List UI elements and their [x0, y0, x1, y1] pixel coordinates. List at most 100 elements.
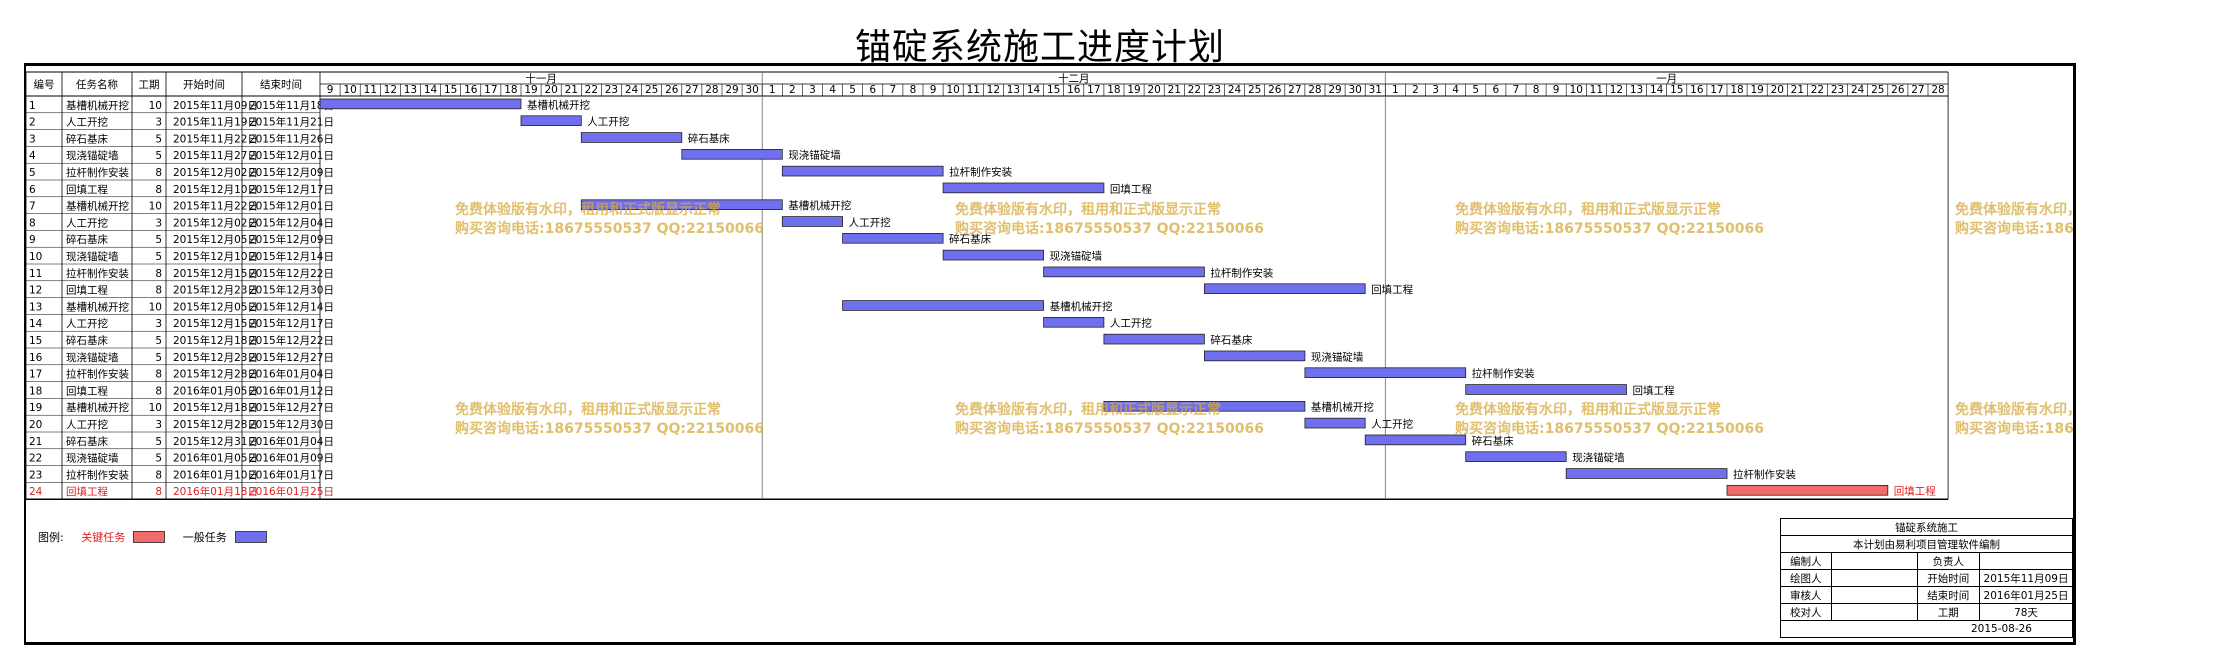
task-duration: 5	[155, 150, 162, 162]
task-id: 8	[29, 217, 36, 229]
task-end: 2015年12月09日	[249, 233, 334, 246]
day-label: 15	[1047, 84, 1060, 96]
day-label: 7	[1513, 84, 1520, 96]
task-bar	[1043, 266, 1205, 278]
day-label: 27	[1911, 84, 1924, 96]
day-label: 14	[1027, 84, 1041, 96]
task-end: 2015年12月30日	[249, 284, 334, 297]
info-value: 2016年01月25日	[1979, 586, 2073, 604]
task-duration: 5	[155, 251, 162, 263]
task-bar-label: 现浇锚碇墙	[1572, 451, 1625, 464]
task-start: 2015年11月22日	[173, 132, 258, 145]
day-label: 21	[1791, 84, 1804, 96]
day-label: 28	[1308, 84, 1321, 96]
day-label: 9	[930, 84, 937, 96]
task-name: 拉杆制作安装	[66, 368, 129, 381]
info-value	[1830, 552, 1918, 570]
task-bar	[1103, 333, 1205, 345]
task-bar	[942, 249, 1044, 261]
task-bar	[942, 182, 1105, 194]
task-name: 基槽机械开挖	[66, 401, 129, 414]
task-start: 2015年12月18日	[173, 401, 258, 414]
task-end: 2016年01月09日	[249, 452, 334, 465]
task-name: 现浇锚碇墙	[66, 250, 119, 263]
task-name: 人工开挖	[66, 116, 108, 129]
day-label: 12	[1610, 84, 1623, 96]
day-label: 28	[705, 84, 718, 96]
day-label: 17	[484, 84, 497, 96]
day-label: 29	[1328, 84, 1341, 96]
task-end: 2016年01月17日	[249, 468, 334, 481]
task-name: 基槽机械开挖	[66, 200, 129, 213]
task-duration: 10	[149, 402, 162, 414]
task-id: 12	[29, 285, 42, 297]
task-id: 19	[29, 402, 42, 414]
day-label: 16	[464, 84, 478, 96]
task-bar-label: 现浇锚碇墙	[788, 149, 841, 162]
day-label: 11	[1590, 84, 1603, 96]
day-label: 13	[1630, 84, 1643, 96]
day-label: 21	[1168, 84, 1181, 96]
day-label: 6	[869, 84, 876, 96]
day-label: 10	[1570, 84, 1583, 96]
task-end: 2015年12月22日	[249, 334, 334, 347]
info-value	[1830, 603, 1918, 621]
task-duration: 3	[155, 117, 162, 129]
task-start: 2016年01月05日	[173, 384, 258, 397]
task-bar	[1204, 350, 1306, 362]
info-value	[1830, 569, 1918, 587]
task-id: 6	[29, 184, 36, 196]
task-start: 2015年12月10日	[173, 183, 258, 196]
day-label: 2	[1412, 84, 1419, 96]
task-duration: 5	[155, 133, 162, 145]
day-label: 24	[625, 84, 639, 96]
task-name: 拉杆制作安装	[66, 267, 129, 280]
task-duration: 5	[155, 234, 162, 246]
task-bar	[1204, 283, 1366, 295]
task-id: 14	[29, 318, 43, 330]
legend-critical-label: 关键任务	[81, 531, 126, 544]
task-start: 2015年11月19日	[173, 116, 258, 129]
task-end: 2015年12月14日	[249, 250, 334, 263]
task-start: 2015年12月05日	[173, 300, 258, 313]
legend-normal-label: 一般任务	[182, 531, 227, 544]
day-label: 22	[1188, 84, 1201, 96]
task-id: 21	[29, 436, 42, 448]
day-label: 14	[1650, 84, 1664, 96]
day-label: 18	[1107, 84, 1120, 96]
task-start: 2016年01月05日	[173, 452, 258, 465]
task-bar-label: 回填工程	[1110, 182, 1152, 195]
day-label: 23	[605, 84, 618, 96]
day-label: 30	[745, 84, 758, 96]
task-duration: 8	[155, 385, 162, 397]
month-label: 十一月	[525, 72, 557, 85]
info-label: 编制人	[1780, 552, 1832, 570]
day-label: 17	[1710, 84, 1723, 96]
day-label: 15	[444, 84, 457, 96]
column-header: 结束时间	[260, 78, 302, 91]
day-label: 3	[809, 84, 816, 96]
column-header: 任务名称	[76, 78, 118, 91]
task-end: 2016年01月04日	[249, 368, 334, 381]
task-name: 人工开挖	[66, 216, 108, 229]
day-label: 26	[1268, 84, 1282, 96]
task-bar	[781, 216, 843, 227]
day-label: 1	[1392, 84, 1399, 96]
task-id: 22	[29, 453, 42, 465]
task-name: 碎石基床	[66, 435, 108, 448]
day-label: 15	[1670, 84, 1683, 96]
task-name: 碎石基床	[66, 132, 108, 145]
day-label: 3	[1432, 84, 1439, 96]
task-end: 2015年12月17日	[249, 317, 334, 330]
day-label: 22	[585, 84, 598, 96]
task-id: 9	[29, 234, 36, 246]
day-label: 19	[1127, 84, 1140, 96]
task-id: 23	[29, 469, 42, 481]
task-bar-label: 人工开挖	[1110, 317, 1152, 330]
task-name: 基槽机械开挖	[66, 300, 129, 313]
task-start: 2015年12月28日	[173, 368, 258, 381]
task-id: 24	[29, 486, 43, 498]
task-end: 2016年01月25日	[249, 485, 334, 498]
day-label: 23	[1831, 84, 1844, 96]
